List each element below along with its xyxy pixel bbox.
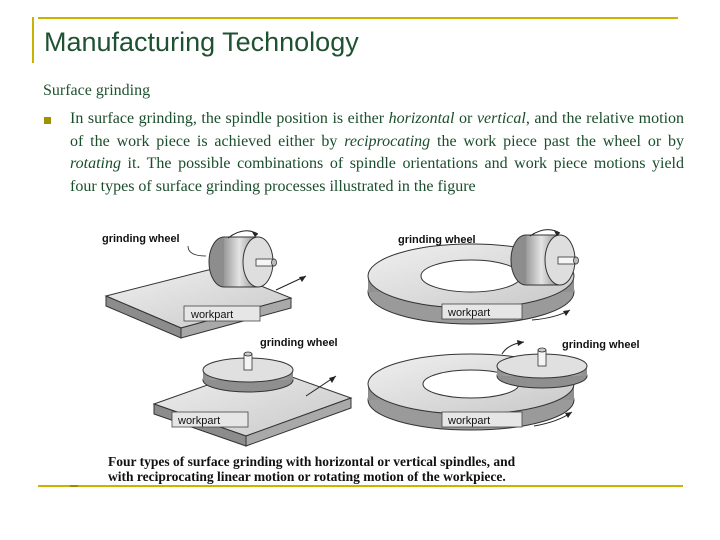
- panel-vertical-reciprocating: workpart grinding wheel: [152, 337, 353, 447]
- panel-horizontal-reciprocating: workpart grinding wheel: [102, 230, 307, 339]
- wheel-label: grinding wheel: [260, 337, 338, 349]
- rotation-arrowhead-icon: [252, 232, 258, 237]
- slide-title: Manufacturing Technology: [44, 27, 359, 57]
- wheel-label: grinding wheel: [398, 234, 476, 246]
- feed-arrowhead-icon: [299, 276, 306, 282]
- left-rule: [32, 17, 34, 63]
- spindle-end: [271, 258, 277, 267]
- rotation-arrowhead-icon: [554, 231, 560, 236]
- para-emph-vertical: vertical: [476, 110, 526, 127]
- spindle-end: [537, 347, 547, 353]
- spindle-end: [573, 256, 579, 265]
- section-heading: Surface grinding: [43, 82, 151, 99]
- rotation-arrow-icon: [227, 230, 259, 239]
- rotation-arrow-icon: [529, 229, 561, 237]
- rotary-table-hole: [420, 259, 522, 293]
- wheel-rotation-arrowhead-icon: [517, 340, 524, 346]
- para-text-2: or: [454, 110, 477, 127]
- para-text-3: , and the relative motion of the work pi…: [70, 110, 685, 150]
- workpart-label-box: [441, 303, 523, 320]
- para-text-4: the work piece past the wheel or by: [430, 132, 685, 150]
- panel-vertical-rotating: workpart grinding wheel: [367, 339, 640, 431]
- table-rotation-arrowhead-icon: [563, 310, 570, 316]
- workpart-block-side: [105, 295, 182, 339]
- workpart-label-box: [183, 305, 261, 322]
- panel-horizontal-rotating: workpart grinding wheel: [367, 229, 579, 325]
- workpart-label: workpart: [447, 307, 490, 319]
- caption-line-1: Four types of surface grinding with hori…: [108, 454, 516, 469]
- workpart-label: workpart: [447, 415, 490, 427]
- wheel-label: grinding wheel: [562, 339, 640, 351]
- bullet-paragraph: In surface grinding, the spindle positio…: [70, 108, 684, 198]
- table-rotation-arrowhead-icon: [565, 412, 572, 418]
- para-emph-rotating: rotating: [70, 155, 121, 172]
- para-emph-horizontal: horizontal: [388, 110, 455, 127]
- pointer-line: [187, 245, 207, 257]
- bullet-square-icon: [44, 117, 51, 124]
- spindle-end: [243, 351, 253, 357]
- bottom-rule-tick: [70, 485, 78, 487]
- workpart-label: workpart: [177, 415, 220, 427]
- figure-caption: Four types of surface grinding with hori…: [108, 454, 668, 484]
- workpart-label-box: [441, 411, 523, 428]
- surface-grinding-figure: workpart grinding wheel workpart grindin…: [102, 229, 640, 447]
- caption-line-2: with reciprocating linear motion or rota…: [108, 469, 506, 484]
- workpart-label: workpart: [190, 309, 233, 321]
- top-rule: [38, 17, 678, 19]
- workpart-label-box: [171, 411, 249, 428]
- para-text-5: it. The possible combinations of spindle…: [70, 155, 684, 195]
- para-emph-reciprocating: reciprocating: [344, 132, 431, 150]
- bottom-rule: [38, 485, 683, 487]
- para-text-1: In surface grinding, the spindle positio…: [70, 110, 389, 127]
- wheel-label: grinding wheel: [102, 233, 180, 245]
- feed-arrowhead-icon: [329, 376, 336, 383]
